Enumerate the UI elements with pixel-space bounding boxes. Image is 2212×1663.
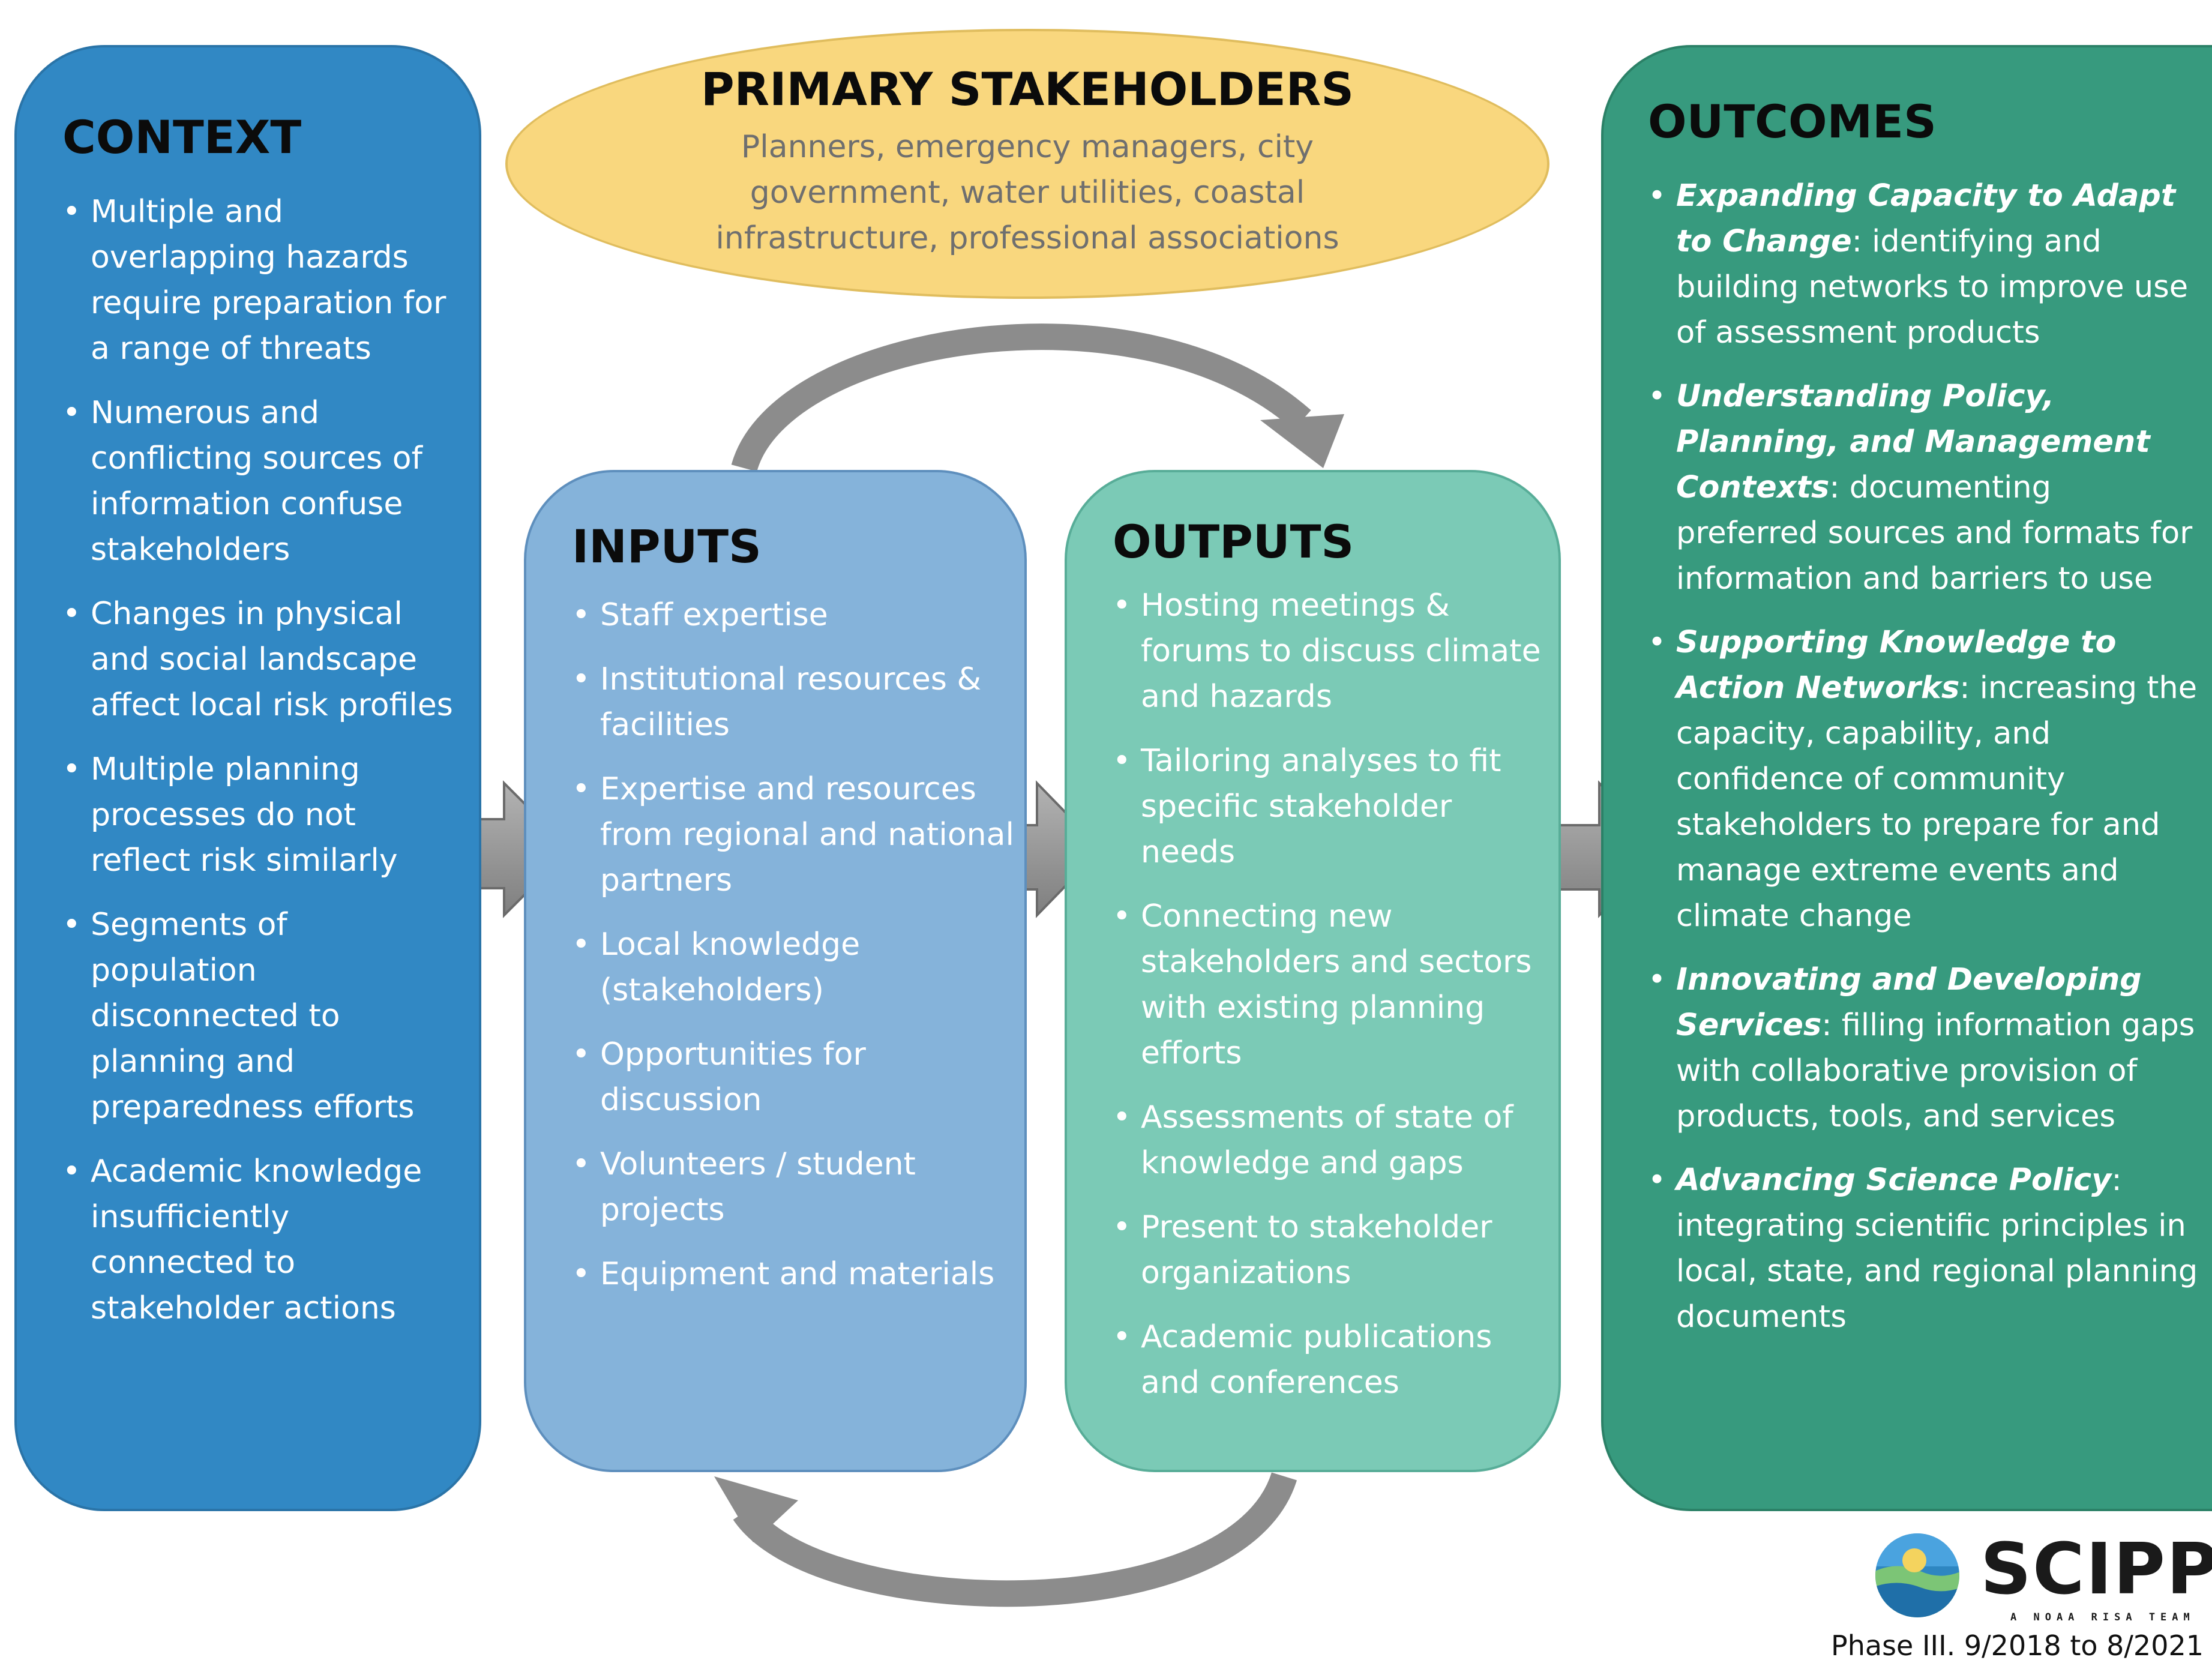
inputs-item: Expertise and resources from regional an…: [572, 766, 1018, 903]
outcome-heading: Understanding Policy, Planning, and Mana…: [1676, 378, 2150, 505]
outputs-box: OUTPUTS Hosting meetings & forums to dis…: [1065, 470, 1561, 1472]
outcome-heading: Advancing Science Policy: [1676, 1162, 2112, 1198]
inputs-title: INPUTS: [572, 520, 762, 573]
bottom-loop-arrowhead: [714, 1476, 798, 1542]
top-loop-arrow: [731, 323, 1311, 472]
inputs-item: Staff expertise: [572, 592, 1018, 638]
logo-tagline: A NOAA RISA TEAM: [2010, 1611, 2195, 1623]
outcomes-item: Understanding Policy, Planning, and Mana…: [1648, 374, 2200, 602]
outputs-item: Connecting new stakeholders and sectors …: [1113, 894, 1550, 1076]
inputs-item: Opportunities for discussion: [572, 1032, 1018, 1123]
outputs-item: Present to stakeholder organizations: [1113, 1204, 1550, 1296]
context-item: Segments of population disconnected to p…: [62, 902, 461, 1130]
context-item: Multiple and overlapping hazards require…: [62, 189, 461, 371]
inputs-box: INPUTS Staff expertise Institutional res…: [524, 470, 1027, 1472]
outcomes-item: Innovating and Developing Services: fill…: [1648, 957, 2200, 1140]
outputs-title: OUTPUTS: [1113, 515, 1354, 568]
outcome-text: : identifying and building networks to i…: [1676, 223, 2189, 350]
inputs-item: Institutional resources & facilities: [572, 657, 1018, 748]
outputs-item: Tailoring analyses to fit specific stake…: [1113, 738, 1550, 875]
outcome-text: : integrating scientific principles in l…: [1676, 1162, 2198, 1335]
outcomes-list: Expanding Capacity to Adapt to Change: i…: [1648, 173, 2200, 1340]
outcome-text: : increasing the capacity, capability, a…: [1676, 670, 2198, 934]
context-title: CONTEXT: [62, 110, 302, 164]
inputs-item: Equipment and materials: [572, 1251, 1018, 1297]
outputs-item: Assessments of state of knowledge and ga…: [1113, 1095, 1550, 1186]
outcomes-item: Expanding Capacity to Adapt to Change: i…: [1648, 173, 2200, 356]
outcome-heading: Supporting Knowledge to Action Networks: [1676, 624, 2117, 706]
logo-name: SCIPP: [1980, 1527, 2212, 1610]
phase-label: Phase III. 9/2018 to 8/2021: [1831, 1629, 2204, 1662]
inputs-item: Local knowledge (stakeholders): [572, 922, 1018, 1013]
inputs-list: Staff expertise Institutional resources …: [572, 592, 1018, 1297]
context-item: Multiple planning processes do not refle…: [62, 747, 461, 883]
scipp-logo-icon: [1875, 1533, 1959, 1617]
outcomes-box: OUTCOMES Expanding Capacity to Adapt to …: [1601, 45, 2212, 1511]
context-list: Multiple and overlapping hazards require…: [62, 189, 461, 1331]
outcomes-item: Supporting Knowledge to Action Networks:…: [1648, 620, 2200, 939]
primary-stakeholders-ellipse: PRIMARY STAKEHOLDERS Planners, emergency…: [505, 29, 1549, 299]
outcome-heading: Innovating and Developing Services: [1676, 961, 2142, 1043]
context-item: Changes in physical and social landscape…: [62, 591, 461, 728]
context-box: CONTEXT Multiple and overlapping hazards…: [14, 45, 481, 1511]
top-loop-arrowhead: [1260, 414, 1344, 468]
context-item: Numerous and conflicting sources of info…: [62, 390, 461, 573]
inputs-item: Volunteers / student projects: [572, 1141, 1018, 1233]
outputs-list: Hosting meetings & forums to discuss cli…: [1113, 583, 1550, 1406]
context-item: Academic knowledge insufficiently connec…: [62, 1149, 461, 1331]
stakeholders-description: Planners, emergency managers, city gover…: [715, 129, 1339, 256]
outputs-item: Academic publications and conferences: [1113, 1314, 1550, 1406]
outcome-text: : filling information gaps with collabor…: [1676, 1007, 2195, 1134]
outcome-heading: Expanding Capacity to Adapt to Change: [1676, 178, 2176, 259]
stakeholders-title: PRIMARY STAKEHOLDERS: [700, 62, 1354, 116]
bottom-loop-arrow: [733, 1472, 1297, 1607]
outputs-item: Hosting meetings & forums to discuss cli…: [1113, 583, 1550, 720]
outcomes-item: Advancing Science Policy: integrating sc…: [1648, 1158, 2200, 1340]
outcomes-title: OUTCOMES: [1648, 95, 1937, 148]
outcome-text: : documenting preferred sources and form…: [1676, 469, 2193, 597]
